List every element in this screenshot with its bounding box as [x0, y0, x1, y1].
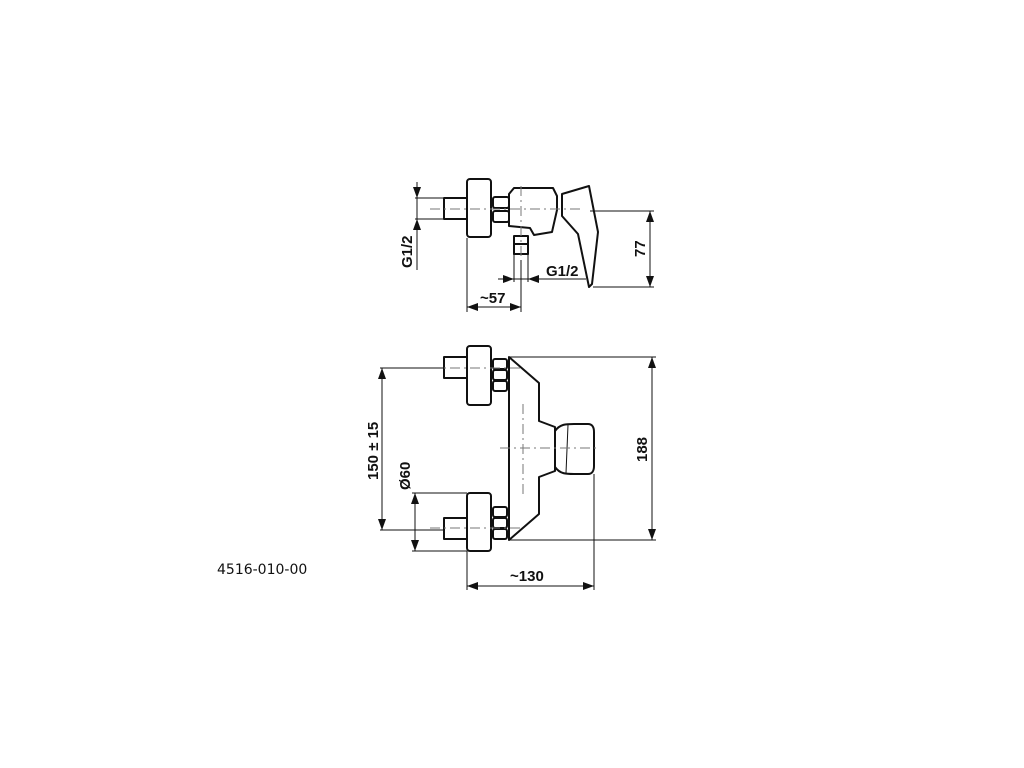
- side-outlet-thread-label: G1/2: [546, 263, 579, 280]
- side-nut-lower: [492, 210, 510, 223]
- front-upper-nut-3: [492, 380, 508, 392]
- side-height-label: 77: [632, 240, 649, 257]
- front-spacing-label: 150 ± 15: [365, 422, 382, 480]
- side-depth-label: ~57: [480, 290, 505, 307]
- front-upper-nut-2: [492, 369, 508, 381]
- front-diameter-label: Ø60: [397, 462, 414, 490]
- front-lower-nut-1: [492, 506, 508, 518]
- side-nut-upper: [492, 196, 510, 209]
- front-upper-rosette: [466, 345, 492, 406]
- front-handle: [554, 423, 595, 475]
- front-lower-nut-3: [492, 528, 508, 540]
- side-inlet-thread-label: G1/2: [399, 235, 416, 268]
- side-valve-body: [508, 187, 558, 236]
- part-number: 4516-010-00: [217, 562, 308, 578]
- front-handle-edge: [565, 424, 569, 474]
- side-rosette: [466, 178, 492, 238]
- front-width-label: ~130: [510, 568, 544, 585]
- side-lever-handle: [561, 185, 599, 288]
- front-view: 150 ± 15 Ø60 188 ~130: [365, 345, 656, 590]
- front-lower-nut-2: [492, 517, 508, 529]
- front-mixer-body: [508, 356, 556, 541]
- front-lower-rosette: [466, 492, 492, 552]
- front-height-label: 188: [634, 437, 651, 462]
- side-view: G1/2 G1/2 ~57 77: [399, 178, 654, 312]
